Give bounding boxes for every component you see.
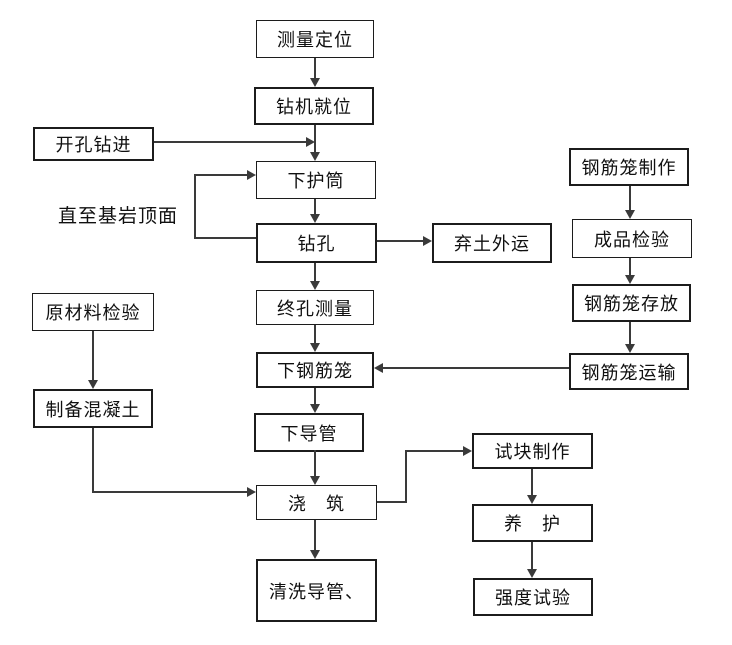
node-final-hole-survey: 终孔测量 bbox=[256, 290, 374, 325]
edge-pouring-to-clean bbox=[314, 520, 316, 551]
arrowhead-loop-to-casing bbox=[247, 170, 256, 180]
arrowhead-casing-to-drilling bbox=[310, 214, 320, 223]
arrowhead-rig-to-casing bbox=[310, 152, 320, 161]
arrowhead-openhole-to-junction bbox=[306, 137, 315, 147]
arrowhead-storage-to-transport bbox=[625, 344, 635, 353]
edge-survey-to-rig bbox=[314, 58, 316, 78]
node-spoil-removal: 弃土外运 bbox=[432, 223, 552, 263]
edge-preparation-down bbox=[92, 428, 94, 493]
arrowhead-branch-to-testblock bbox=[463, 446, 472, 456]
arrowhead-rawmaterial-to-preparation bbox=[88, 380, 98, 389]
node-curing: 养 护 bbox=[472, 504, 593, 542]
node-rebar-cage-storage: 钢筋笼存放 bbox=[572, 284, 691, 322]
edge-branch-to-testblock bbox=[405, 450, 463, 452]
arrowhead-drilling-to-survey bbox=[310, 281, 320, 290]
edge-storage-to-transport bbox=[629, 322, 631, 345]
arrowhead-fabrication-to-inspection bbox=[625, 210, 635, 219]
node-concrete-preparation: 制备混凝土 bbox=[33, 389, 153, 428]
arrowhead-curing-to-strength bbox=[527, 569, 537, 578]
node-test-block-making: 试块制作 bbox=[472, 433, 593, 469]
edge-drilling-to-survey bbox=[314, 263, 316, 282]
edge-inspection-to-storage bbox=[629, 258, 631, 276]
edge-testblock-to-curing bbox=[531, 469, 533, 496]
node-open-hole-drilling: 开孔钻进 bbox=[33, 127, 154, 161]
node-drilling: 钻孔 bbox=[256, 223, 377, 263]
node-lower-tremie-pipe: 下导管 bbox=[254, 413, 364, 452]
edge-rig-to-casing bbox=[314, 125, 316, 154]
arrowhead-preparation-to-pouring bbox=[247, 487, 256, 497]
node-rebar-cage-transport: 钢筋笼运输 bbox=[569, 353, 689, 390]
edge-openhole-to-junction bbox=[154, 141, 306, 143]
edge-pouring-branch-out bbox=[377, 501, 407, 503]
arrowhead-transport-to-cage bbox=[374, 363, 383, 373]
arrowhead-testblock-to-curing bbox=[527, 495, 537, 504]
arrowhead-survey-to-rig bbox=[310, 78, 320, 87]
label-until-bedrock-top: 直至基岩顶面 bbox=[58, 206, 179, 227]
node-survey-positioning: 测量定位 bbox=[256, 20, 374, 58]
edge-drilling-to-spoil bbox=[377, 240, 423, 242]
arrowhead-survey-to-cage bbox=[310, 343, 320, 352]
edge-cage-to-tremie bbox=[314, 388, 316, 405]
node-strength-test: 强度试验 bbox=[473, 578, 593, 616]
edge-survey-to-cage bbox=[314, 325, 316, 344]
node-lower-casing: 下护筒 bbox=[256, 161, 376, 199]
edge-curing-to-strength bbox=[531, 542, 533, 570]
edge-loop-vertical bbox=[194, 174, 196, 239]
node-product-inspection: 成品检验 bbox=[572, 219, 692, 258]
edge-loop-top bbox=[194, 174, 247, 176]
edge-tremie-to-pouring bbox=[314, 450, 316, 477]
node-clean-tremie-pipe: 清洗导管、 bbox=[256, 559, 377, 622]
node-pouring: 浇 筑 bbox=[256, 485, 377, 520]
arrowhead-cage-to-tremie bbox=[310, 404, 320, 413]
edge-preparation-to-pouring bbox=[92, 491, 247, 493]
node-drill-rig-in-place: 钻机就位 bbox=[254, 87, 374, 125]
node-lower-rebar-cage: 下钢筋笼 bbox=[256, 352, 374, 388]
arrowhead-pouring-to-clean bbox=[310, 550, 320, 559]
edge-rawmaterial-to-preparation bbox=[92, 331, 94, 381]
edge-transport-to-cage bbox=[383, 367, 569, 369]
arrowhead-drilling-to-spoil bbox=[423, 236, 432, 246]
arrowhead-inspection-to-storage bbox=[625, 275, 635, 284]
arrowhead-tremie-to-pouring bbox=[310, 476, 320, 485]
edge-fabrication-to-inspection bbox=[629, 186, 631, 211]
edge-casing-to-drilling bbox=[314, 199, 316, 215]
edge-loop-bottom bbox=[194, 237, 256, 239]
node-rebar-cage-fabrication: 钢筋笼制作 bbox=[569, 148, 689, 186]
edge-pouring-branch-up bbox=[405, 451, 407, 503]
node-raw-material-inspection: 原材料检验 bbox=[32, 293, 154, 331]
